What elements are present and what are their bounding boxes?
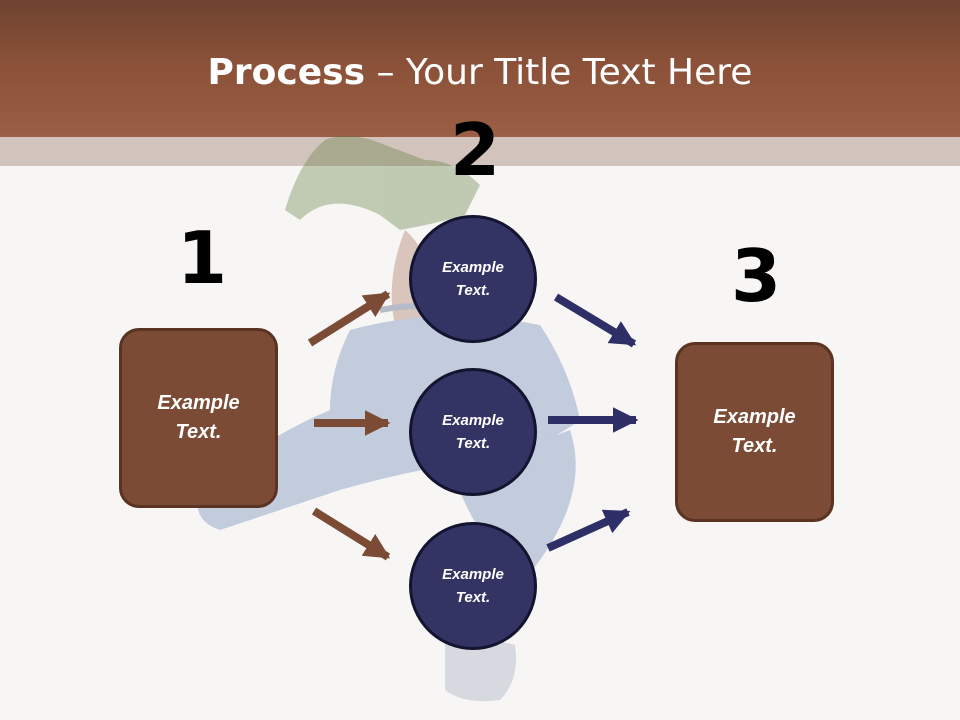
circle-bottom-line1: Example xyxy=(442,566,504,583)
step-number-3: 3 xyxy=(731,234,782,318)
step-number-2: 2 xyxy=(450,108,501,192)
title-rest: – Your Title Text Here xyxy=(365,52,753,93)
arrow-left-to-bottom xyxy=(311,507,391,561)
step-1-text-line2: Text. xyxy=(175,421,222,443)
circle-middle-line2: Text. xyxy=(455,435,491,452)
step-3-text-line1: Example xyxy=(713,406,796,428)
step-3-text-line2: Text. xyxy=(731,435,778,457)
title-bar xyxy=(0,0,960,137)
circle-bottom-line2: Text. xyxy=(455,589,491,606)
arrow-bottom-to-right xyxy=(546,508,631,552)
step-number-1: 1 xyxy=(177,216,228,300)
step-1-text-line1: Example xyxy=(157,392,240,414)
circle-top-line2: Text. xyxy=(455,282,491,299)
title-underline-band xyxy=(0,137,960,166)
slide-title: Process – Your Title Text Here xyxy=(0,52,960,93)
circle-middle-line1: Example xyxy=(442,412,504,429)
arrow-top-to-right xyxy=(553,293,637,348)
circle-top-line1: Example xyxy=(442,259,504,276)
title-bold: Process xyxy=(207,52,366,93)
arrow-left-to-top xyxy=(307,290,391,347)
